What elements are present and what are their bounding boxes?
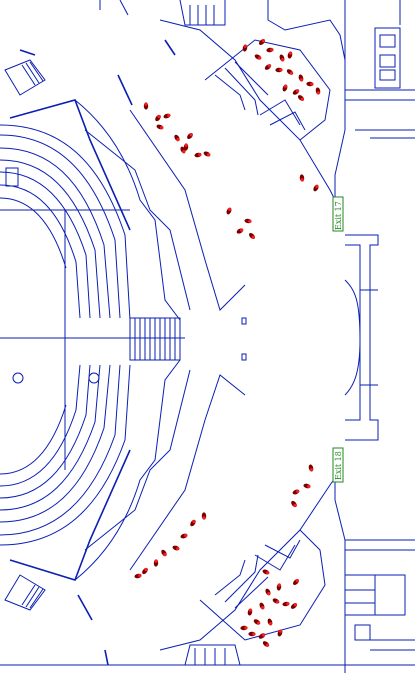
pedestrian-marker [203, 151, 211, 157]
pedestrian-marker [180, 146, 186, 154]
pedestrian-marker [277, 629, 283, 637]
pedestrian-marker [291, 500, 297, 508]
pedestrian-marker [187, 132, 193, 140]
pedestrian-marker [276, 583, 282, 591]
central-stairway [129, 317, 247, 361]
pedestrian-marker [153, 559, 159, 567]
pedestrian-marker [303, 483, 311, 489]
pedestrian-marker [161, 549, 167, 557]
pedestrian-marker [254, 54, 262, 60]
pedestrian-marker [313, 184, 319, 192]
pedestrian-marker [194, 152, 202, 158]
right-building [344, 0, 415, 651]
pedestrian-marker [174, 134, 180, 142]
pedestrian-marker [262, 569, 270, 575]
pedestrian-marker [308, 464, 314, 472]
pedestrian-marker [143, 102, 149, 110]
pedestrian-marker [293, 579, 299, 585]
pedestrian-marker [282, 601, 290, 607]
exit-18: Exit 18 [332, 447, 344, 483]
upper-seating-tiers [0, 99, 246, 321]
pedestrian-marker [259, 602, 265, 610]
pedestrian-marker [258, 39, 266, 45]
pedestrian-marker [287, 51, 293, 59]
pedestrian-marker [262, 641, 270, 647]
pedestrian-marker [156, 124, 164, 130]
pedestrian-marker [242, 44, 248, 52]
penalty-spot [88, 372, 100, 384]
exit-17: Exit 17 [332, 196, 344, 232]
pedestrian-marker [244, 218, 252, 224]
pedestrian-marker [249, 232, 255, 240]
pedestrian-marker [282, 84, 288, 92]
pedestrian-marker [201, 512, 207, 520]
pedestrian-marker [265, 588, 271, 596]
pedestrian-marker [180, 533, 188, 539]
exit-18-label: Exit 18 [334, 451, 343, 480]
pedestrian-marker [292, 89, 300, 95]
pedestrian-marker [292, 489, 300, 495]
pitch [0, 209, 185, 470]
pedestrian-marker [248, 631, 256, 637]
pedestrian-marker [134, 573, 142, 579]
pedestrian-marker [163, 113, 171, 119]
pedestrian-marker [183, 143, 189, 151]
pedestrian-marker [315, 87, 321, 95]
pedestrian-marker [236, 228, 244, 234]
pedestrian-marker [306, 81, 314, 87]
pedestrian-marker [155, 114, 161, 122]
pedestrian-marker [264, 64, 272, 70]
pedestrian-agents [134, 39, 321, 647]
upper-left-stair [4, 0, 133, 106]
pedestrian-marker [275, 67, 283, 73]
pedestrian-marker [172, 545, 180, 551]
pedestrian-marker [286, 69, 294, 75]
lower-left-stair [4, 574, 109, 666]
lower-seating-tiers [0, 359, 246, 581]
pedestrian-marker [272, 598, 280, 604]
center-marker [12, 372, 24, 384]
pedestrian-marker [298, 74, 304, 82]
pedestrian-marker [142, 567, 148, 575]
pedestrian-marker [247, 608, 253, 616]
pedestrian-marker [190, 519, 196, 527]
exit-17-label: Exit 17 [334, 201, 343, 230]
pedestrian-marker [290, 603, 298, 609]
pedestrian-marker [266, 47, 274, 53]
pedestrian-marker [299, 174, 305, 182]
pedestrian-marker [240, 625, 248, 631]
pedestrian-marker [297, 95, 305, 101]
pedestrian-marker [267, 618, 273, 626]
pedestrian-marker [279, 54, 285, 62]
pedestrian-marker [226, 207, 232, 215]
pedestrian-marker [253, 619, 261, 625]
pedestrian-marker [258, 633, 266, 639]
upper-right-concourse [159, 0, 346, 201]
